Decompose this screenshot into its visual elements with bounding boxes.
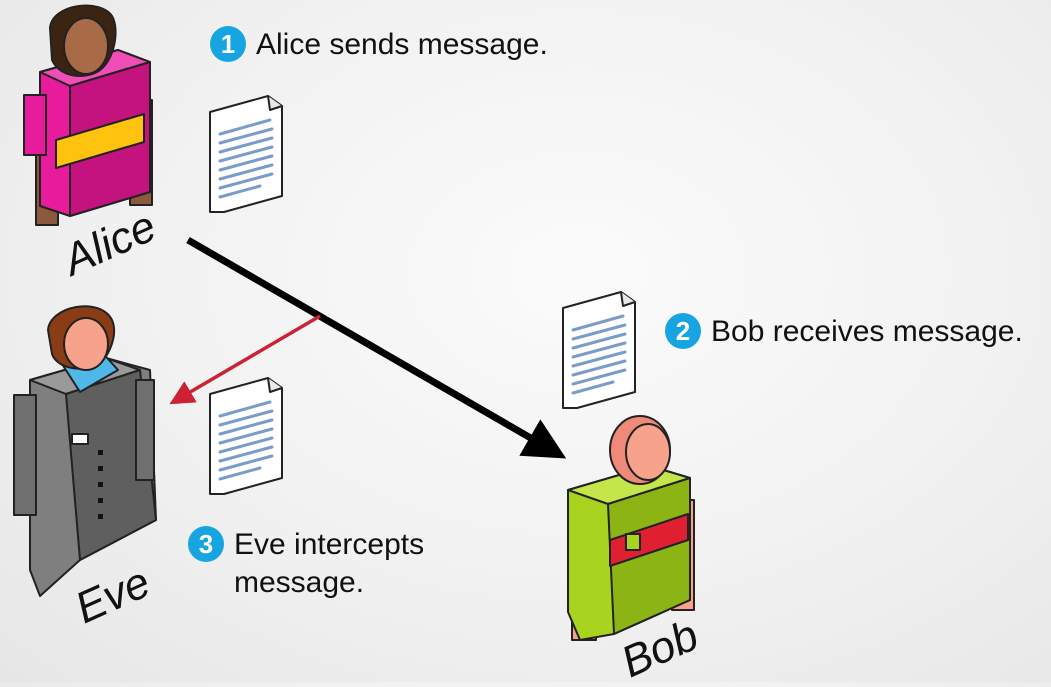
document-icon-alice: [208, 94, 284, 214]
intercept-arrow: [169, 314, 321, 405]
alice-figure-icon: [23, 4, 153, 226]
document-icon-eve: [208, 376, 284, 496]
step-2-badge: 2: [665, 313, 701, 349]
document-icon-bob: [561, 290, 637, 410]
step-1-badge: 1: [210, 26, 246, 62]
step-3-text: Eve intercepts message.: [234, 528, 425, 599]
send-arrow: [186, 236, 567, 459]
step-3-badge: 3: [188, 526, 224, 562]
eve-figure-icon: [13, 305, 157, 597]
step-2-callout: 2 Bob receives message.: [665, 313, 1023, 351]
step-2-text: Bob receives message.: [711, 315, 1023, 348]
eve-label: Eve: [68, 558, 157, 634]
step-1-callout: 1 Alice sends message.: [210, 26, 548, 64]
step-1-text: Alice sends message.: [256, 28, 548, 61]
step-3-callout: 3 Eve intercepts message.: [188, 526, 464, 602]
bob-figure-icon: [567, 415, 695, 641]
